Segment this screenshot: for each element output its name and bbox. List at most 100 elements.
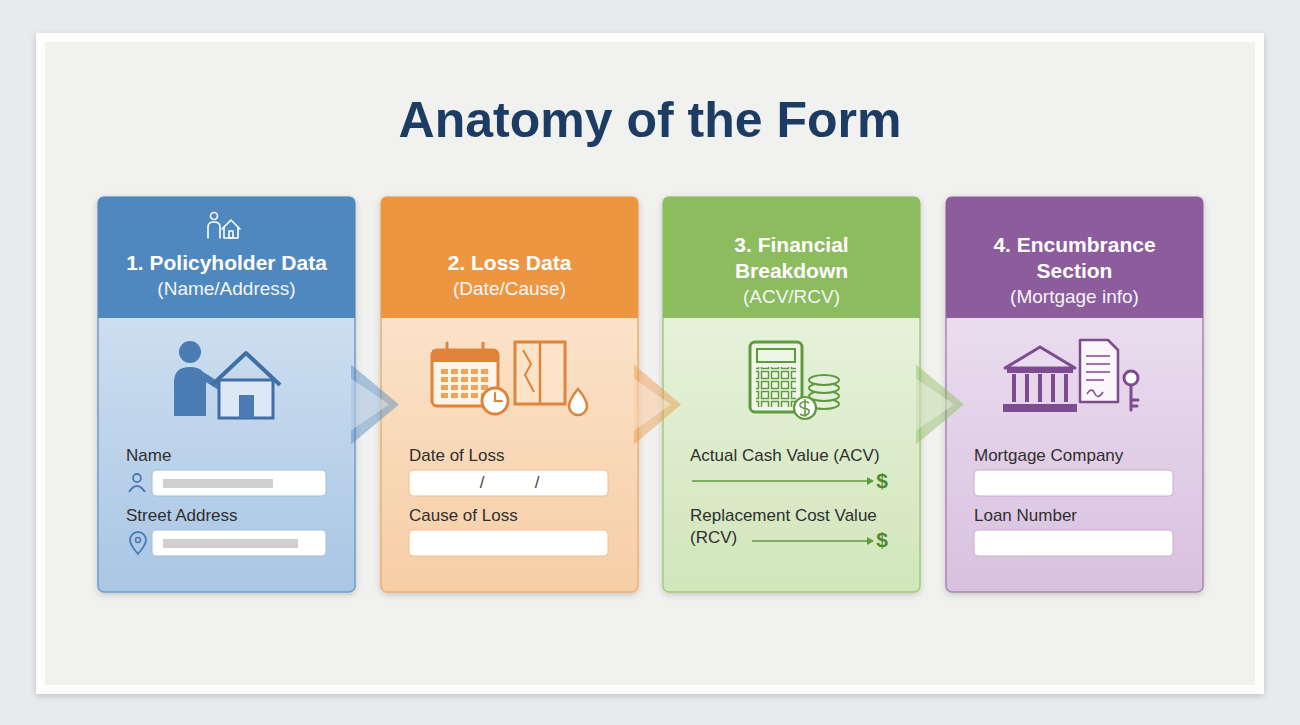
flow-arrow bbox=[916, 365, 964, 445]
field-label: Mortgage Company bbox=[974, 445, 1194, 467]
field-label: Loan Number bbox=[974, 505, 1194, 527]
form-section-card: 1. Policyholder Data(Name/Address)NameSt… bbox=[98, 197, 355, 592]
calendar-window-icon-part bbox=[438, 368, 488, 400]
calendar-window-icon-part bbox=[446, 343, 449, 356]
card-shapes bbox=[98, 197, 1203, 592]
calculator-coins-icon-part bbox=[757, 349, 795, 362]
bank-document-key-icon-part bbox=[1007, 368, 1073, 373]
input-field-part bbox=[129, 486, 145, 492]
bank-document-key-icon-part-part bbox=[1025, 374, 1029, 402]
bank-document-key-icon-part bbox=[1014, 374, 1066, 402]
arrow-highlight bbox=[916, 379, 954, 431]
value-arrow-part bbox=[692, 480, 868, 482]
calculator-coins-icon-part bbox=[794, 397, 816, 419]
card-title: 1. Policyholder Data bbox=[126, 250, 327, 276]
bank-document-key-icon-part bbox=[1124, 371, 1138, 385]
value-arrow-part bbox=[867, 537, 874, 545]
card-shapes-part bbox=[663, 197, 920, 318]
card-header: 2. Loss Data(Date/Cause) bbox=[381, 250, 638, 301]
header-icon-part bbox=[208, 222, 220, 238]
bank-document-key-icon-part-part bbox=[1086, 379, 1104, 381]
value-arrow-part bbox=[867, 477, 874, 485]
arrow-shape bbox=[351, 365, 399, 445]
input-field-part bbox=[136, 538, 141, 543]
input-field-part bbox=[130, 532, 146, 554]
header-icon bbox=[208, 213, 240, 239]
bank-document-key-icon bbox=[1003, 340, 1138, 412]
calculator-coins-icon-part bbox=[809, 375, 839, 385]
card-shapes-part bbox=[381, 197, 638, 318]
input-field-part bbox=[133, 474, 141, 482]
input-field-part bbox=[163, 479, 273, 488]
person-house-icon-part bbox=[212, 353, 280, 385]
calendar-window-icon bbox=[432, 342, 587, 415]
header-icon-part bbox=[211, 213, 218, 220]
flow-arrow bbox=[351, 365, 399, 445]
value-arrow-part bbox=[752, 540, 868, 542]
calendar-window-icon-part bbox=[482, 343, 485, 356]
card-shapes-part bbox=[946, 197, 1203, 318]
input-field-part bbox=[974, 470, 1173, 496]
arrow-highlight bbox=[351, 379, 389, 431]
input-field-part bbox=[409, 470, 608, 496]
bank-document-key-icon-part-part bbox=[1051, 374, 1055, 402]
calendar-window-icon-part bbox=[515, 342, 565, 404]
card-shapes-part bbox=[98, 197, 355, 318]
calendar-window-icon-part bbox=[482, 388, 508, 414]
bank-document-key-icon-part-part bbox=[1086, 355, 1110, 357]
arrow-highlight bbox=[634, 379, 671, 431]
field-label: Cause of Loss bbox=[409, 505, 629, 527]
bank-document-key-icon-part bbox=[1087, 390, 1103, 397]
currency-sign: $ bbox=[862, 528, 902, 552]
card-shapes-part bbox=[946, 197, 1203, 592]
form-section-card: 4. Encumbrance Section(Mortgage info) Mor… bbox=[946, 197, 1203, 592]
card-subtitle: (Mortgage info) bbox=[1010, 284, 1139, 309]
field-label: Name bbox=[126, 445, 346, 467]
bank-document-key-icon-part bbox=[1086, 356, 1110, 380]
bank-document-key-icon-part bbox=[1005, 347, 1075, 368]
arrow-shape bbox=[634, 365, 681, 445]
person-house-icon-part bbox=[239, 395, 254, 418]
calendar-window-icon-part bbox=[495, 393, 502, 401]
field-label: Replacement Cost Value (RCV) bbox=[690, 505, 890, 549]
bank-document-key-icon-part bbox=[1080, 340, 1118, 402]
input-field-part bbox=[163, 539, 298, 548]
card-title: 4. Encumbrance Section bbox=[980, 232, 1170, 284]
person-house-icon-part bbox=[219, 380, 273, 418]
bank-document-key-icon-part-part bbox=[1086, 363, 1110, 365]
bank-document-key-icon-part bbox=[1003, 404, 1077, 412]
card-subtitle: (Name/Address) bbox=[157, 276, 295, 301]
card-header: 1. Policyholder Data(Name/Address) bbox=[98, 250, 355, 301]
header-icon-part bbox=[229, 231, 233, 238]
card-shapes-part bbox=[663, 197, 920, 592]
header-icon-part bbox=[224, 227, 238, 238]
date-separator: / bbox=[462, 471, 502, 495]
bank-document-key-icon-part bbox=[1131, 385, 1138, 410]
calendar-window-icon-part bbox=[569, 389, 587, 415]
calculator-coins-icon-part bbox=[800, 399, 809, 417]
card-title: 3. Financial Breakdown bbox=[697, 232, 887, 284]
input-field-part bbox=[152, 530, 326, 556]
card-shapes-part bbox=[381, 197, 638, 592]
card-header: 4. Encumbrance Section(Mortgage info) bbox=[946, 232, 1203, 309]
person-house-icon bbox=[174, 341, 280, 418]
calendar-window-icon-part bbox=[523, 350, 534, 392]
card-title: 2. Loss Data bbox=[448, 250, 572, 276]
calculator-coins-icon bbox=[750, 342, 839, 419]
calendar-window-icon-part bbox=[539, 342, 542, 404]
bank-document-key-icon-part-part bbox=[1064, 374, 1068, 402]
card-subtitle: (ACV/RCV) bbox=[743, 284, 840, 309]
calendar-window-icon-part bbox=[432, 350, 498, 362]
card-subtitle: (Date/Cause) bbox=[453, 276, 566, 301]
card-shapes-part bbox=[98, 197, 355, 592]
arrow-shape bbox=[916, 365, 964, 445]
flow-arrow bbox=[634, 365, 681, 445]
input-field-part bbox=[152, 470, 326, 496]
bank-document-key-icon-part-part bbox=[1038, 374, 1042, 402]
person-house-icon-part bbox=[179, 341, 201, 363]
input-field-part bbox=[974, 530, 1173, 556]
input-field-part bbox=[409, 530, 608, 556]
date-separator: / bbox=[517, 471, 557, 495]
calculator-coins-icon-part bbox=[756, 367, 796, 407]
form-section-card: 3. Financial Breakdown(ACV/RCV)Actual Ca… bbox=[663, 197, 920, 592]
